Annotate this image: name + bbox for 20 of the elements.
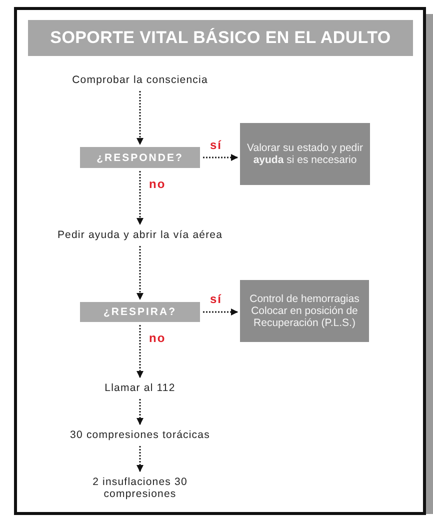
action-box: Valorar su estado y pedir ayuda si es necesario bbox=[240, 123, 370, 185]
step-text: 30 compresiones torácicas bbox=[45, 427, 235, 443]
step-text: Pedir ayuda y abrir la vía aérea bbox=[35, 227, 245, 243]
dotted-arrow bbox=[136, 91, 144, 145]
decision-box: ¿RESPIRA? bbox=[80, 302, 200, 322]
step-text: Llamar al 112 bbox=[80, 380, 200, 396]
dotted-arrow bbox=[136, 399, 144, 425]
dotted-arrow bbox=[136, 446, 144, 472]
edge-label: sí bbox=[209, 138, 224, 152]
dotted-arrow bbox=[203, 154, 238, 161]
action-box: Control de hemorragias Colocar en posición de Recuperación (P.L.S.) bbox=[240, 280, 369, 342]
step-text: Comprobar la consciencia bbox=[60, 72, 220, 88]
step-text: 2 insuflaciones 30 compresiones bbox=[92, 474, 188, 502]
title-banner: SOPORTE VITAL BÁSICO EN EL ADULTO bbox=[28, 20, 413, 56]
dotted-arrow bbox=[203, 308, 238, 316]
decision-box: ¿RESPONDE? bbox=[80, 147, 200, 168]
dotted-arrow bbox=[136, 171, 144, 225]
edge-label: sí bbox=[209, 292, 224, 306]
dotted-arrow bbox=[136, 325, 144, 378]
dotted-arrow bbox=[136, 246, 144, 300]
